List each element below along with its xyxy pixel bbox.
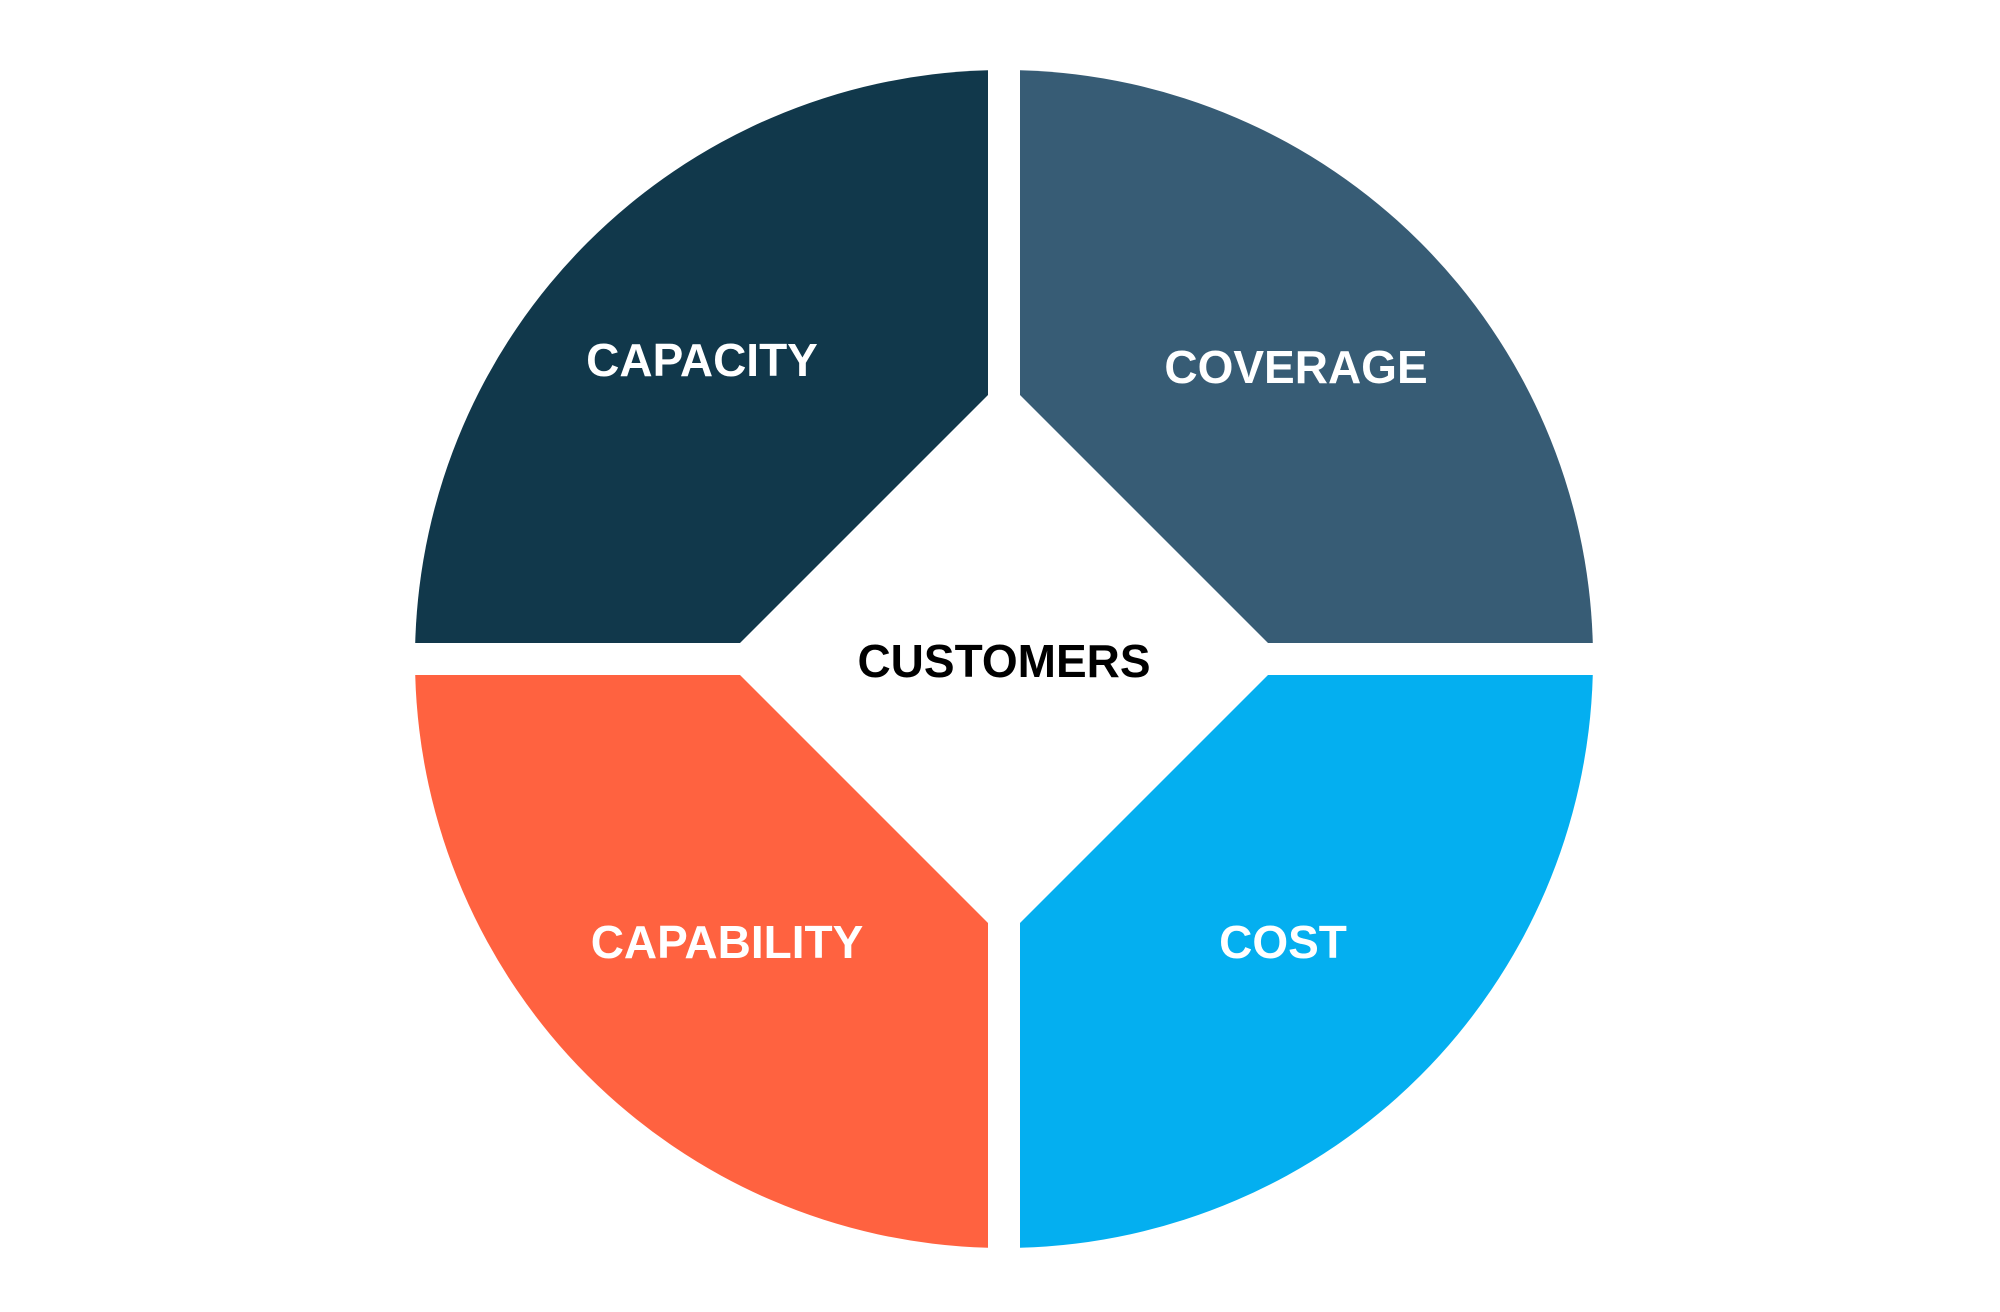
segment-capacity bbox=[415, 70, 988, 644]
segment-capability bbox=[415, 675, 988, 1248]
label-capacity: CAPACITY bbox=[586, 334, 818, 386]
segment-cost bbox=[1020, 675, 1593, 1248]
segment-coverage bbox=[1020, 70, 1593, 644]
label-coverage: COVERAGE bbox=[1164, 341, 1427, 393]
label-capability: CAPABILITY bbox=[591, 916, 864, 968]
center-label-customers: CUSTOMERS bbox=[857, 635, 1150, 687]
label-cost: COST bbox=[1219, 916, 1347, 968]
